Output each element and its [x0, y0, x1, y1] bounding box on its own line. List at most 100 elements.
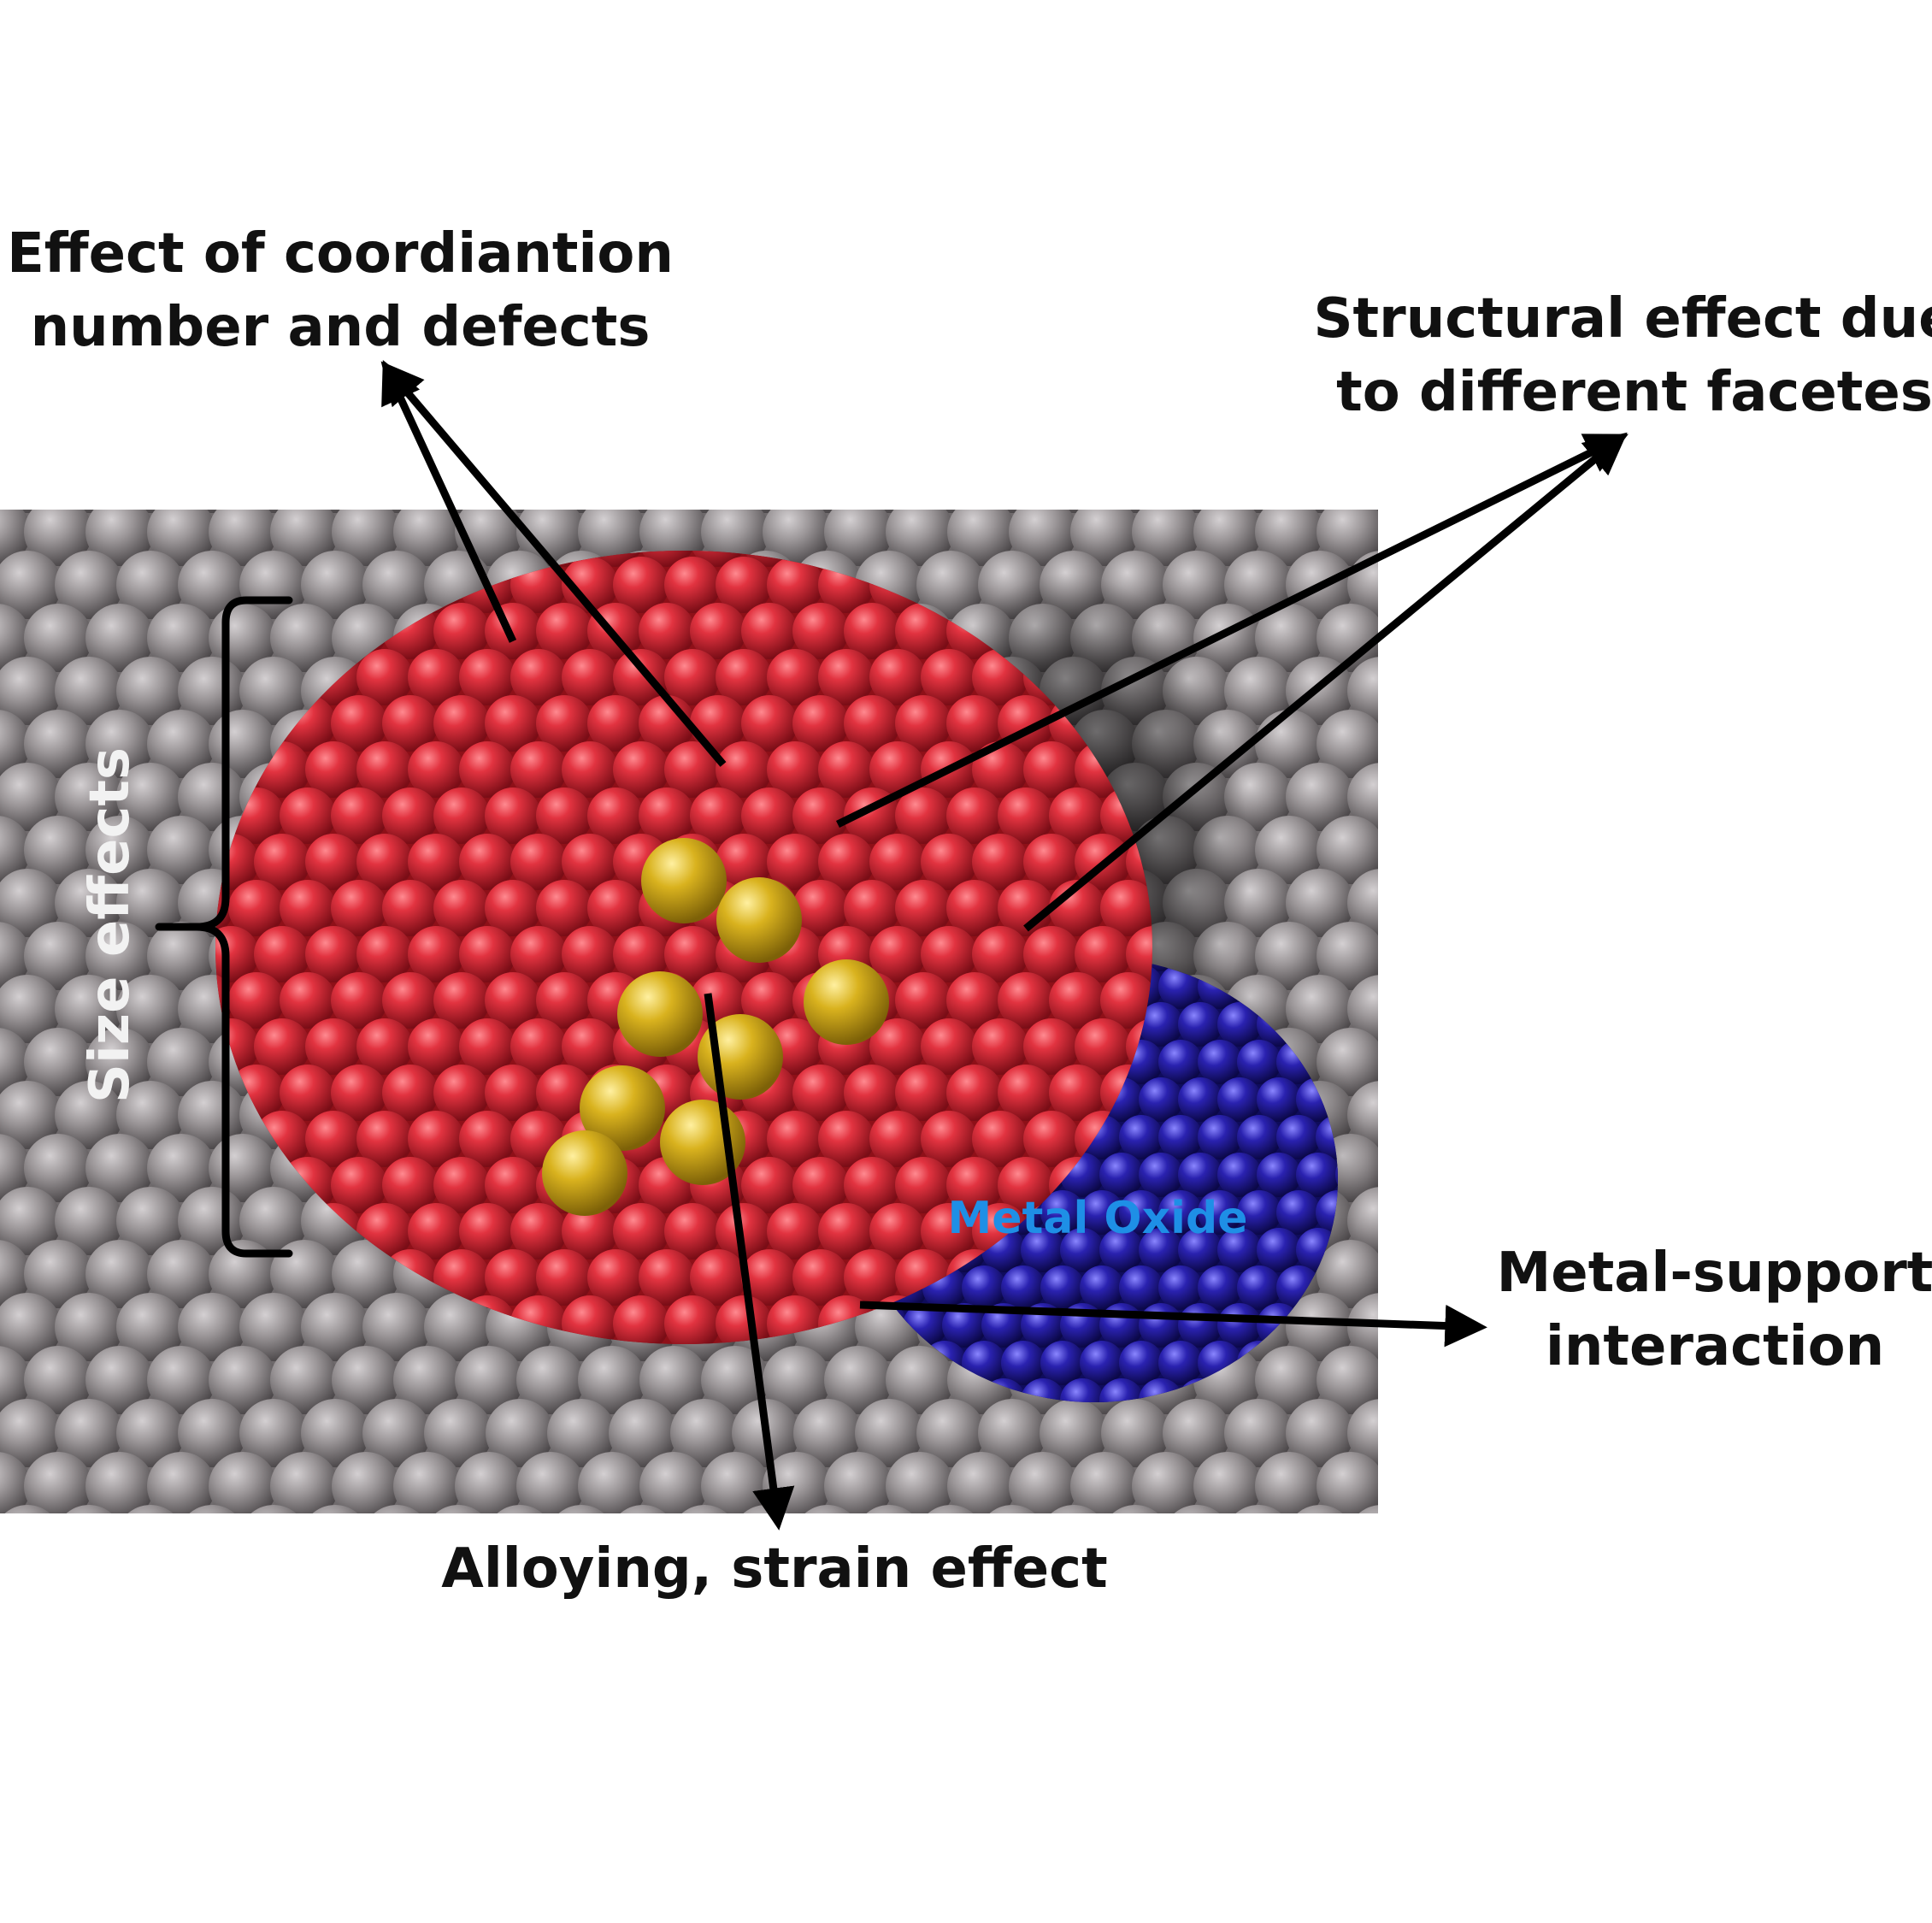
- dopant-atom: [641, 838, 727, 923]
- nanoparticle-atom: [254, 926, 310, 982]
- nanoparticle-atom: [510, 926, 567, 982]
- nanoparticle-atom: [741, 695, 798, 752]
- nanoparticle-atom: [792, 603, 849, 659]
- oxide-atom: [1139, 1002, 1183, 1047]
- nanoparticle-atom: [280, 787, 336, 844]
- support-atom: [874, 510, 904, 513]
- support-atom: [689, 510, 720, 513]
- nanoparticle-atom: [587, 1249, 644, 1306]
- support-atom: [147, 1452, 215, 1513]
- nanoparticle-atom: [254, 834, 310, 890]
- nanoparticle-atom: [254, 1018, 310, 1075]
- nanoparticle-atom: [382, 787, 439, 844]
- nanoparticle-atom: [587, 880, 644, 936]
- support-atom: [85, 1346, 154, 1414]
- metal-support-label-line2: interaction: [1546, 1315, 1884, 1378]
- support-atom: [639, 1452, 708, 1513]
- support-atom: [1235, 1505, 1281, 1513]
- nanoparticle-atom: [433, 880, 490, 936]
- oxide-atom: [1198, 1265, 1242, 1310]
- oxide-atom: [1257, 1228, 1301, 1272]
- nanoparticle-atom: [536, 1249, 592, 1306]
- support-atom: [0, 922, 31, 990]
- nanoparticle-atom: [972, 834, 1028, 890]
- oxide-atom: [1257, 1153, 1301, 1197]
- arrow-structural-1: [836, 434, 1629, 829]
- support-atom: [270, 1346, 339, 1414]
- oxide-atom: [1237, 1190, 1281, 1235]
- support-atom: [1070, 1452, 1139, 1513]
- nanoparticle-atom: [998, 972, 1054, 1029]
- nanoparticle-atom: [562, 834, 618, 890]
- support-atom: [24, 1028, 92, 1096]
- support-atom: [928, 1505, 974, 1513]
- nanoparticle-atom: [587, 787, 644, 844]
- support-atom: [424, 1293, 492, 1361]
- annotation-arrows: [380, 360, 1629, 1531]
- support-atom: [1297, 1505, 1343, 1513]
- support-atom: [1163, 551, 1231, 619]
- support-atom: [24, 922, 92, 990]
- nanoparticle-atom: [1049, 787, 1105, 844]
- support-atom: [147, 816, 215, 884]
- nanoparticle-atom: [921, 649, 977, 705]
- support-atom: [1255, 510, 1323, 566]
- support-atom: [916, 1399, 985, 1467]
- oxide-atom: [1217, 1153, 1262, 1197]
- support-atom: [55, 551, 123, 619]
- support-atom: [997, 510, 1028, 513]
- support-atom: [886, 1452, 954, 1513]
- nanoparticle-atom: [869, 649, 926, 705]
- support-atom: [0, 657, 62, 725]
- support-atom: [1132, 1452, 1200, 1513]
- support-atom: [24, 604, 92, 672]
- nanoparticle-atom: [510, 741, 567, 798]
- nanoparticle-atom: [485, 787, 541, 844]
- nanoparticle-atom: [613, 926, 669, 982]
- support-atom: [0, 1028, 31, 1096]
- oxide-atom: [1237, 1115, 1281, 1159]
- oxide-atom: [1158, 1115, 1203, 1159]
- nanoparticle-atom: [767, 741, 823, 798]
- oxide-atom: [1237, 1265, 1281, 1310]
- support-atom: [1255, 922, 1323, 990]
- support-atom: [0, 1134, 31, 1202]
- nanoparticle-atom: [921, 1203, 977, 1259]
- nanoparticle-atom: [921, 1018, 977, 1075]
- oxide-atom: [1119, 1190, 1163, 1235]
- nanoparticle-atom: [433, 787, 490, 844]
- dopant-atom: [580, 1065, 665, 1151]
- support-atom: [1255, 1452, 1323, 1513]
- support-atom: [116, 551, 185, 619]
- nanoparticle-atom: [716, 649, 772, 705]
- oxide-atom: [1158, 1190, 1203, 1235]
- nanoparticle-atom: [767, 557, 823, 613]
- nanoparticle-atom: [587, 695, 644, 752]
- nanoparticle-atom: [690, 1249, 746, 1306]
- nanoparticle-atom: [1023, 741, 1080, 798]
- nanoparticle-atom: [536, 603, 592, 659]
- nanoparticle-atom: [215, 926, 259, 982]
- support-atom: [0, 1346, 31, 1414]
- support-atom: [516, 1346, 585, 1414]
- support-atom: [147, 1134, 215, 1202]
- support-atom: [85, 710, 154, 778]
- nanoparticle-atom: [331, 972, 387, 1029]
- support-atom: [24, 710, 92, 778]
- dopant-atom: [804, 959, 889, 1045]
- support-atom: [1120, 510, 1151, 513]
- oxide-atom: [1276, 1115, 1321, 1159]
- support-atom: [751, 510, 781, 513]
- nanoparticle-atom: [716, 834, 772, 890]
- nanoparticle-atom: [767, 1203, 823, 1259]
- nanoparticle-atom: [510, 1018, 567, 1075]
- oxide-atom: [1139, 1303, 1183, 1348]
- support-atom: [0, 1081, 62, 1149]
- support-atom: [855, 1399, 923, 1467]
- support-atom: [947, 1452, 1016, 1513]
- support-atom: [24, 1346, 92, 1414]
- nanoparticle-atom: [792, 787, 849, 844]
- oxide-atom: [1099, 1303, 1144, 1348]
- support-atom: [74, 510, 104, 513]
- nanoparticle-atom: [356, 649, 413, 705]
